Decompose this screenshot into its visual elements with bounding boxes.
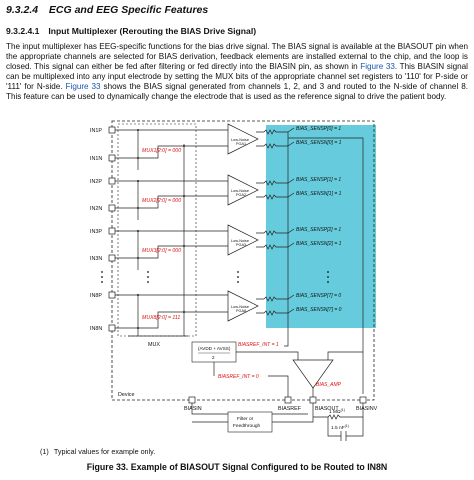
pin-in1n: IN1N xyxy=(90,156,102,162)
resistor-value-text: 1 MΩ xyxy=(329,409,341,415)
pga2-amplifier xyxy=(227,174,259,206)
bias-sensn-1: BIAS_SENSN[1] = 1 xyxy=(296,191,342,197)
figure-caption: Figure 33. Example of BIASOUT Signal Con… xyxy=(86,462,388,472)
body-paragraph: The input multiplexer has EEG-specific f… xyxy=(6,42,468,102)
mux-label: MUX xyxy=(148,342,160,348)
footnote-mark: (1) xyxy=(40,447,49,456)
body-text-part-3: shows the BIAS signal generated from cha… xyxy=(6,82,468,101)
capacitor-footnote-ref: (1) xyxy=(345,424,349,428)
bias-routing-diagram: IN1P IN1N IN2P IN2N IN3P IN3N IN8P IN8N xyxy=(88,114,388,449)
filter-box xyxy=(227,411,273,433)
bias-sensp-2: BIAS_SENSP[2] = 1 xyxy=(296,227,341,233)
pga3-amplifier xyxy=(227,224,259,256)
section-title: ECG and EEG Specific Features xyxy=(48,4,209,16)
subsection-number: 9.3.2.4.1 xyxy=(6,26,40,36)
footnote-text: Typical values for example only. xyxy=(53,447,156,456)
pga8-label: PGA8 xyxy=(236,309,246,313)
subsection-heading: 9.3.2.4.1 Input Multiplexer (Rerouting t… xyxy=(6,26,256,36)
pin-biasout: BIASOUT xyxy=(315,406,339,412)
bias-sensn-2: BIAS_SENSN[2] = 1 xyxy=(296,241,342,247)
capacitor-value: 1.5 nF(1) xyxy=(331,424,349,431)
pga8-sublabel: Low-Noise xyxy=(231,305,249,309)
filter-line-1: Filter or xyxy=(237,416,254,422)
mux8-setting: MUX8[2:0] = 111 xyxy=(142,315,180,321)
pin-in1p: IN1P xyxy=(90,128,102,134)
biasref-formula-top: (AVDD + AVSS) xyxy=(198,346,231,351)
resistor-value: 1 MΩ(1) xyxy=(329,408,345,415)
section-heading: 9.3.2.4 ECG and EEG Specific Features xyxy=(6,4,208,16)
pga3-label: PGA3 xyxy=(236,243,246,247)
pin-biasin: BIASIN xyxy=(184,406,202,412)
figure-link-2[interactable]: Figure 33 xyxy=(65,82,101,91)
subsection-title: Input Multiplexer (Rerouting the BIAS Dr… xyxy=(48,26,257,36)
pin-in3n: IN3N xyxy=(90,256,102,262)
bias-sensp-1: BIAS_SENSP[1] = 1 xyxy=(296,177,341,183)
bias-sensn-0: BIAS_SENSN[0] = 1 xyxy=(296,140,342,146)
pin-in8n: IN8N xyxy=(90,326,102,332)
figure-link-1[interactable]: Figure 33 xyxy=(360,62,395,71)
mux2-setting: MUX2[2:0] = 000 xyxy=(142,198,181,204)
pga3-sublabel: Low-Noise xyxy=(231,239,249,243)
pga1-label: PGA1 xyxy=(236,142,246,146)
pin-in2n: IN2N xyxy=(90,206,102,212)
bias-sensp-0: BIAS_SENSP[0] = 1 xyxy=(296,126,341,132)
bias-sensp-7: BIAS_SENSP[7] = 0 xyxy=(296,293,341,299)
pga8-amplifier xyxy=(227,290,259,322)
bias-amp-label: BIAS_AMP xyxy=(316,382,342,388)
footnote: (1) Typical values for example only. xyxy=(40,447,155,456)
device-label: Device xyxy=(118,392,134,398)
mux1-setting: MUX1[2:0] = 000 xyxy=(142,148,181,154)
pga1-amplifier xyxy=(227,123,259,155)
body-text-part-1: The input multiplexer has EEG-specific f… xyxy=(6,42,468,71)
pin-in3p: IN3P xyxy=(90,229,102,235)
channel-ellipsis xyxy=(101,271,329,283)
pin-biasref: BIASREF xyxy=(278,406,302,412)
pga1-sublabel: Low-Noise xyxy=(231,138,249,142)
pga2-sublabel: Low-Noise xyxy=(231,189,249,193)
body-text-part-2: . This BIASIN signal can be multiplexed … xyxy=(6,62,468,91)
pga2-label: PGA2 xyxy=(236,193,246,197)
pin-biasinv: BIASINV xyxy=(356,406,378,412)
biasref-int-0: BIASREF_INT = 0 xyxy=(218,374,259,380)
pin-in2p: IN2P xyxy=(90,179,102,185)
bias-amp xyxy=(292,359,334,389)
highlight-region xyxy=(266,125,376,328)
pin-in8p: IN8P xyxy=(90,293,102,299)
filter-line-2: Feedthrough xyxy=(233,423,261,429)
section-number: 9.3.2.4 xyxy=(6,4,39,16)
mux3-setting: MUX3[2:0] = 000 xyxy=(142,248,181,254)
resistor-footnote-ref: (1) xyxy=(341,408,345,412)
biasref-int-1: BIASREF_INT = 1 xyxy=(238,342,279,348)
biasref-formula-bottom: 2 xyxy=(212,355,215,360)
capacitor-value-text: 1.5 nF xyxy=(331,425,345,431)
bias-sensn-7: BIAS_SENSN[7] = 0 xyxy=(296,307,342,313)
